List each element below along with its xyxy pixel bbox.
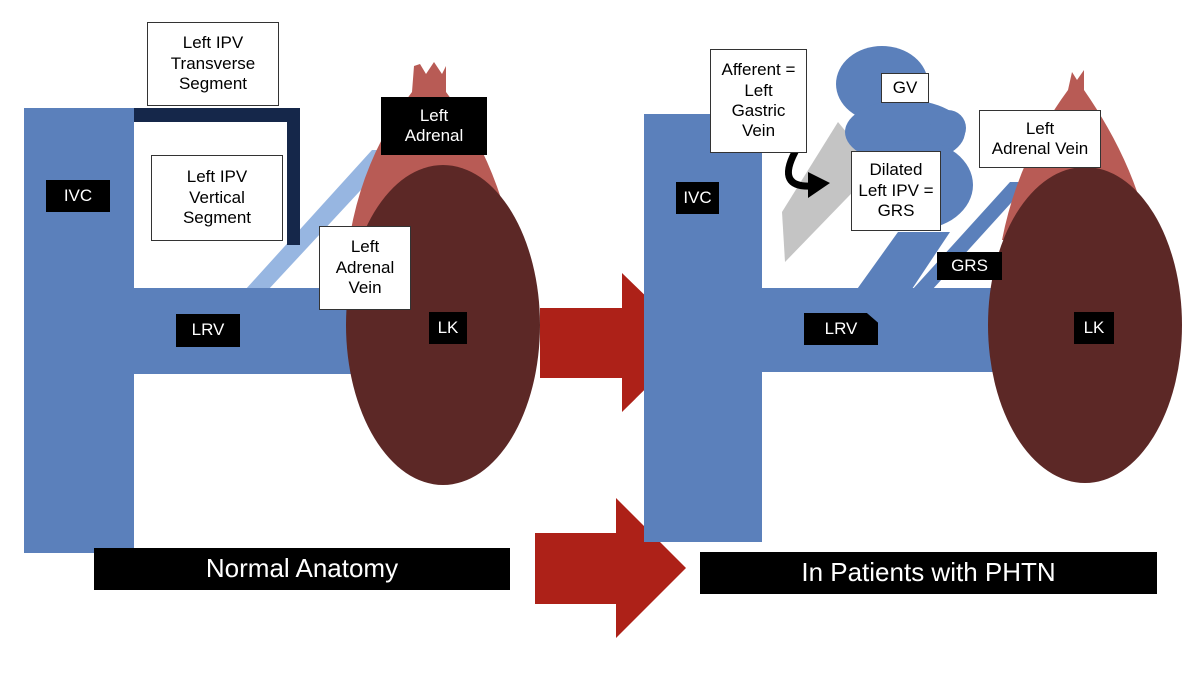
label-left-adrenal-vein: Left Adrenal Vein	[319, 226, 411, 310]
title-normal-anatomy: Normal Anatomy	[94, 548, 510, 590]
ipv-vertical-segment	[287, 108, 300, 245]
label-ipv-transverse: Left IPV Transverse Segment	[147, 22, 279, 106]
left-adrenal-vein-shape	[245, 150, 398, 290]
label-left-adrenal-vein-right: Left Adrenal Vein	[979, 110, 1101, 168]
label-left-adrenal: Left Adrenal	[381, 97, 487, 155]
title-in-patients-with-phtn: In Patients with PHTN	[700, 552, 1157, 594]
label-lk-right: LK	[1074, 312, 1114, 344]
label-ivc-right: IVC	[676, 182, 719, 214]
label-lrv-left: LRV	[176, 314, 240, 347]
grs-vein-shape	[855, 232, 950, 292]
ivc-shape	[24, 108, 134, 553]
label-lk-left: LK	[429, 312, 467, 344]
lrv-shape-right	[760, 288, 1005, 372]
label-dilated-left-ipv-grs: Dilated Left IPV = GRS	[851, 151, 941, 231]
ipv-transverse-segment	[132, 108, 300, 122]
label-afferent-gastric-vein: Afferent = Left Gastric Vein	[710, 49, 807, 153]
label-ivc-left: IVC	[46, 180, 110, 212]
ivc-shape-right	[644, 114, 762, 542]
label-ipv-vertical: Left IPV Vertical Segment	[151, 155, 283, 241]
label-gv: GV	[881, 73, 929, 103]
curved-arrow-icon	[784, 148, 830, 198]
label-grs: GRS	[937, 252, 1002, 280]
label-lrv-right: LRV	[804, 313, 878, 345]
